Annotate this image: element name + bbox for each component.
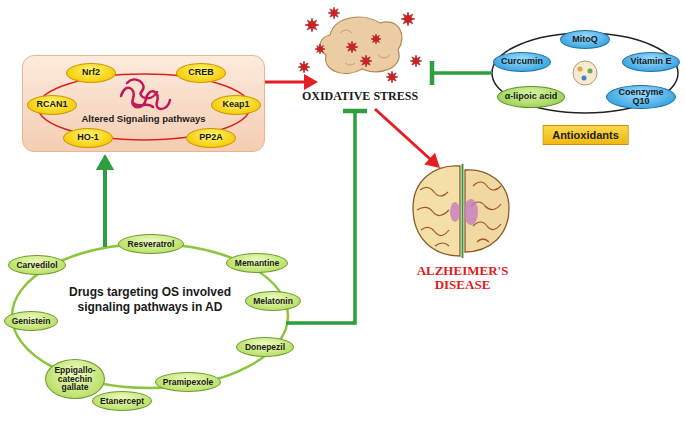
inhibition-connector: [286, 111, 367, 323]
node-label: Etanercept: [100, 397, 144, 406]
radical-burst: [386, 71, 398, 83]
node-label: Donepezil: [245, 343, 285, 352]
node-label: Coenzyme Q10: [610, 88, 672, 107]
radical-burst: [401, 12, 415, 26]
stress-node: OXIDATIVE STRESS: [290, 5, 430, 107]
signaling-oval: RCAN1: [27, 95, 77, 115]
node-label: OXIDATIVE STRESS: [290, 89, 430, 104]
connector-line: [286, 111, 355, 323]
node-label: HO-1: [77, 133, 99, 142]
brain-ventricle: [464, 199, 478, 225]
nanoparticle-dot: [588, 69, 593, 74]
node-label: Pramipexole: [163, 378, 214, 387]
brain-ventricle: [450, 202, 460, 222]
disease-node: ALZHEIMER'S DISEASE: [405, 160, 520, 300]
drug-oval: Memantine: [226, 253, 288, 273]
connector-line: [375, 109, 432, 161]
antioxidant-oval: Vitamin E: [622, 52, 680, 72]
radical-burst: [328, 7, 340, 19]
signaling-oval: PP2A: [186, 128, 236, 148]
node-label: Eppigallo- catechin gallate: [49, 366, 101, 393]
radical-burst: [346, 41, 358, 53]
node-label: Carvedilol: [16, 261, 57, 270]
radical-burst: [371, 34, 381, 44]
node-label: α-lipoic acid: [505, 92, 558, 101]
nanoparticle-dot: [582, 76, 587, 81]
cell-blob: [320, 17, 402, 73]
radical-burst: [410, 55, 422, 67]
node-label: Keap1: [222, 100, 249, 109]
brain-midline: [462, 164, 464, 258]
signaling-oval: CREB: [176, 63, 226, 83]
pathway-squiggle: [121, 79, 170, 108]
node-label: MitoQ: [572, 35, 598, 44]
signaling-oval: HO-1: [63, 128, 113, 148]
antioxidant-oval: Coenzyme Q10: [606, 85, 676, 109]
arrow-connector: [265, 74, 318, 90]
node-label: Melatonin: [253, 297, 293, 306]
drug-oval: Donepezil: [236, 337, 294, 357]
arrow-head: [304, 74, 318, 90]
radical-burst: [298, 61, 310, 73]
antioxidant-ring: Antioxidants MitoQ Curcumin Vitamin E α-lipo…: [488, 28, 683, 150]
stress-node-art: [290, 5, 430, 87]
connector-line: [432, 71, 492, 75]
brain-left: [413, 166, 460, 256]
nanoparticle-icon: [573, 61, 597, 85]
drug-oval: Carvedilol: [8, 255, 66, 275]
arrow-head: [96, 154, 114, 170]
drug-oval: Resveratrol: [118, 234, 184, 254]
arrow-connector: [96, 154, 114, 247]
antioxidant-oval: MitoQ: [560, 30, 610, 49]
node-label: Resveratrol: [128, 240, 175, 249]
node-label: Curcumin: [501, 57, 543, 66]
node-label: Memantine: [235, 259, 279, 268]
inhibition-bar: [343, 109, 367, 114]
node-label: Altered Signaling pathways: [23, 113, 264, 124]
arrow-connector: [375, 109, 440, 168]
drug-oval: Melatonin: [245, 291, 301, 311]
antioxidant-oval: Curcumin: [493, 52, 551, 72]
disease-node-art: [405, 160, 520, 260]
radical-burst: [305, 18, 319, 32]
node-label: Vitamin E: [631, 57, 672, 66]
signaling-oval: Nrf2: [66, 63, 116, 83]
node-label: PP2A: [199, 133, 223, 142]
pathway-panel: Altered Signaling pathways Nrf2 CREB RCAN1 K…: [22, 55, 265, 152]
antioxidant-oval: α-lipoic acid: [497, 86, 565, 108]
group-heading: Antioxidants: [552, 129, 619, 141]
signaling-oval: Keap1: [211, 95, 261, 115]
drug-ring: Drugs targeting OS involved signaling pa…: [2, 228, 302, 413]
node-label: Drugs targeting OS involved signaling pa…: [60, 285, 240, 315]
node-label: CREB: [188, 68, 214, 77]
drug-oval: Eppigallo- catechin gallate: [45, 359, 105, 399]
arrow-head: [424, 153, 440, 168]
inhibition-connector: [432, 61, 492, 85]
inhibition-bar: [430, 61, 435, 85]
radical-burst: [315, 44, 325, 54]
node-label: RCAN1: [36, 100, 67, 109]
node-label: ALZHEIMER'S DISEASE: [405, 264, 520, 293]
drug-oval: Etanercept: [92, 391, 152, 411]
heading-box: Antioxidants: [542, 125, 629, 145]
node-label: Nrf2: [82, 68, 100, 77]
nanoparticle-dot: [578, 67, 583, 72]
brain-gyri: [417, 182, 501, 246]
radical-burst: [360, 55, 372, 67]
connector-line: [265, 81, 307, 84]
drug-oval: Pramipexole: [155, 372, 221, 392]
node-label: Genistein: [12, 317, 51, 326]
drug-oval: Genistein: [4, 311, 58, 331]
connector-line: [103, 167, 107, 247]
